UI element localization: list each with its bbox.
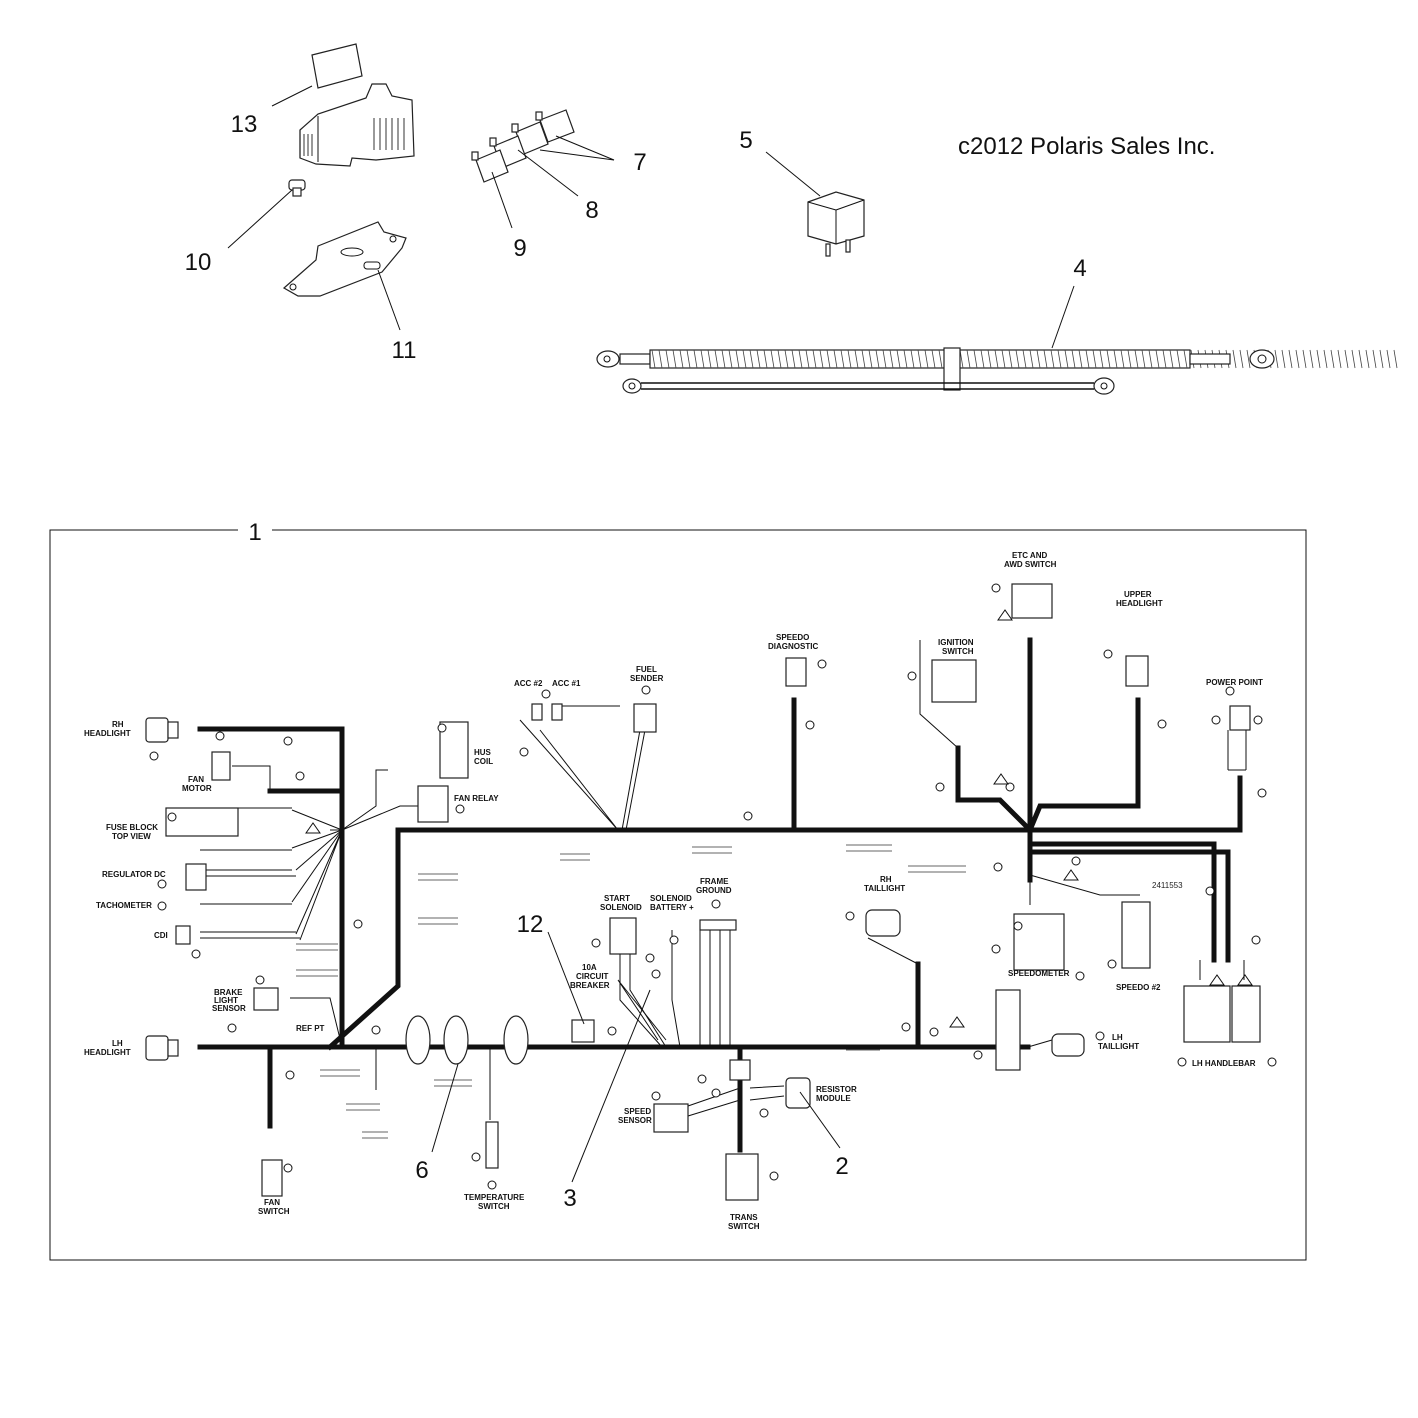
label-fan-relay: FAN RELAY	[454, 794, 499, 803]
part-5-relay	[765, 151, 865, 257]
harness-labels: RH HEADLIGHT LH HEADLIGHT FAN MOTOR FUSE…	[84, 551, 1263, 1231]
callout-7: 7	[633, 149, 646, 176]
label-temp-switch-2: SWITCH	[478, 1202, 510, 1211]
label-trans-switch-2: SWITCH	[728, 1222, 760, 1231]
label-tachometer: TACHOMETER	[96, 901, 152, 910]
callout-11: 11	[392, 337, 417, 364]
harness-trunk	[197, 637, 1243, 1153]
parts-7-8-9-fuses	[471, 109, 615, 229]
label-fuse-block-2: TOP VIEW	[112, 832, 151, 841]
warning-triangle-icons	[305, 609, 1253, 1028]
harness-reference-bubbles	[149, 583, 1277, 1190]
label-rh-headlight-2: HEADLIGHT	[84, 729, 131, 738]
label-fuel-sender-2: SENDER	[630, 674, 664, 683]
part-4-battery-cables	[596, 285, 1398, 395]
label-start-solenoid-2: SOLENOID	[600, 903, 642, 912]
label-fan-motor-1: FAN	[188, 775, 204, 784]
label-acc1: ACC #1	[552, 679, 581, 688]
label-lh-taillight-2: TAILLIGHT	[1098, 1042, 1139, 1051]
label-ref-pt: REF PT	[296, 1024, 325, 1033]
label-temp-switch-1: TEMPERATURE	[464, 1193, 525, 1202]
label-circuit-breaker-2: CIRCUIT	[576, 972, 609, 981]
label-frame-ground-2: GROUND	[696, 886, 732, 895]
label-ignition-1: IGNITION	[938, 638, 974, 647]
callout-4: 4	[1073, 255, 1086, 282]
label-upper-headlight-1: UPPER	[1124, 590, 1152, 599]
part-11-bracket	[282, 221, 407, 331]
label-frame-ground-1: FRAME	[700, 877, 729, 886]
label-upper-headlight-2: HEADLIGHT	[1116, 599, 1163, 608]
callout-3: 3	[563, 1185, 576, 1212]
label-lh-handlebar: LH HANDLEBAR	[1192, 1059, 1256, 1068]
label-rh-headlight-1: RH	[112, 720, 124, 729]
label-brake-light-2: LIGHT	[214, 996, 238, 1005]
label-lh-headlight-1: LH	[112, 1039, 123, 1048]
label-solenoid-battery-2: BATTERY +	[650, 903, 694, 912]
label-trans-switch-1: TRANS	[730, 1213, 758, 1222]
part-1-wiring-harness-frame: 1	[49, 519, 1307, 1261]
label-circuit-breaker-3: BREAKER	[570, 981, 610, 990]
callout-12: 12	[517, 911, 544, 938]
callout-2: 2	[835, 1153, 848, 1180]
label-part-number: 2411553	[1152, 881, 1183, 890]
harness-connectors	[145, 583, 1261, 1201]
label-circuit-breaker-1: 10A	[582, 963, 597, 972]
callout-6: 6	[415, 1157, 428, 1184]
label-hus-coil-2: COIL	[474, 757, 493, 766]
label-cdi: CDI	[154, 931, 168, 940]
label-etc-awd-1: ETC AND	[1012, 551, 1047, 560]
callout-5: 5	[739, 127, 752, 154]
label-solenoid-battery-1: SOLENOID	[650, 894, 692, 903]
harness-spec-marks	[296, 844, 966, 1139]
label-start-solenoid-1: START	[604, 894, 630, 903]
label-rh-taillight-1: RH	[880, 875, 892, 884]
callout-8: 8	[585, 197, 598, 224]
label-speed-sensor-2: SENSOR	[618, 1116, 652, 1125]
label-fuse-block-1: FUSE BLOCK	[106, 823, 158, 832]
label-speedometer: SPEEDOMETER	[1008, 969, 1070, 978]
label-regulator: REGULATOR DC	[102, 870, 166, 879]
label-lh-taillight-1: LH	[1112, 1033, 1123, 1042]
label-etc-awd-2: AWD SWITCH	[1004, 560, 1057, 569]
label-resistor-1: RESISTOR	[816, 1085, 857, 1094]
part-10-bolt	[227, 179, 306, 249]
label-brake-light-3: SENSOR	[212, 1004, 246, 1013]
callout-9: 9	[513, 235, 526, 262]
label-ignition-2: SWITCH	[942, 647, 974, 656]
label-acc2: ACC #2	[514, 679, 543, 688]
label-speedo2: SPEEDO #2	[1116, 983, 1161, 992]
label-fan-switch-2: SWITCH	[258, 1207, 290, 1216]
harness-branch-wires	[200, 640, 1247, 1120]
harness-callout-leaders	[431, 931, 841, 1183]
copyright-text: c2012 Polaris Sales Inc.	[958, 133, 1215, 160]
label-fuel-sender-1: FUEL	[636, 665, 657, 674]
label-brake-light-1: BRAKE	[214, 988, 243, 997]
label-lh-headlight-2: HEADLIGHT	[84, 1048, 131, 1057]
label-fan-motor-2: MOTOR	[182, 784, 212, 793]
callout-13: 13	[231, 111, 258, 138]
label-speedo-diag-1: SPEEDO	[776, 633, 809, 642]
label-rh-taillight-2: TAILLIGHT	[864, 884, 905, 893]
label-speedo-diag-2: DIAGNOSTIC	[768, 642, 818, 651]
part-13-fuse-box-cover	[271, 43, 415, 167]
label-resistor-2: MODULE	[816, 1094, 851, 1103]
label-fan-switch-1: FAN	[264, 1198, 280, 1207]
label-speed-sensor-1: SPEED	[624, 1107, 651, 1116]
callout-10: 10	[185, 249, 212, 276]
callout-1: 1	[248, 519, 261, 546]
label-hus-coil-1: HUS	[474, 748, 492, 757]
label-power-point: POWER POINT	[1206, 678, 1263, 687]
